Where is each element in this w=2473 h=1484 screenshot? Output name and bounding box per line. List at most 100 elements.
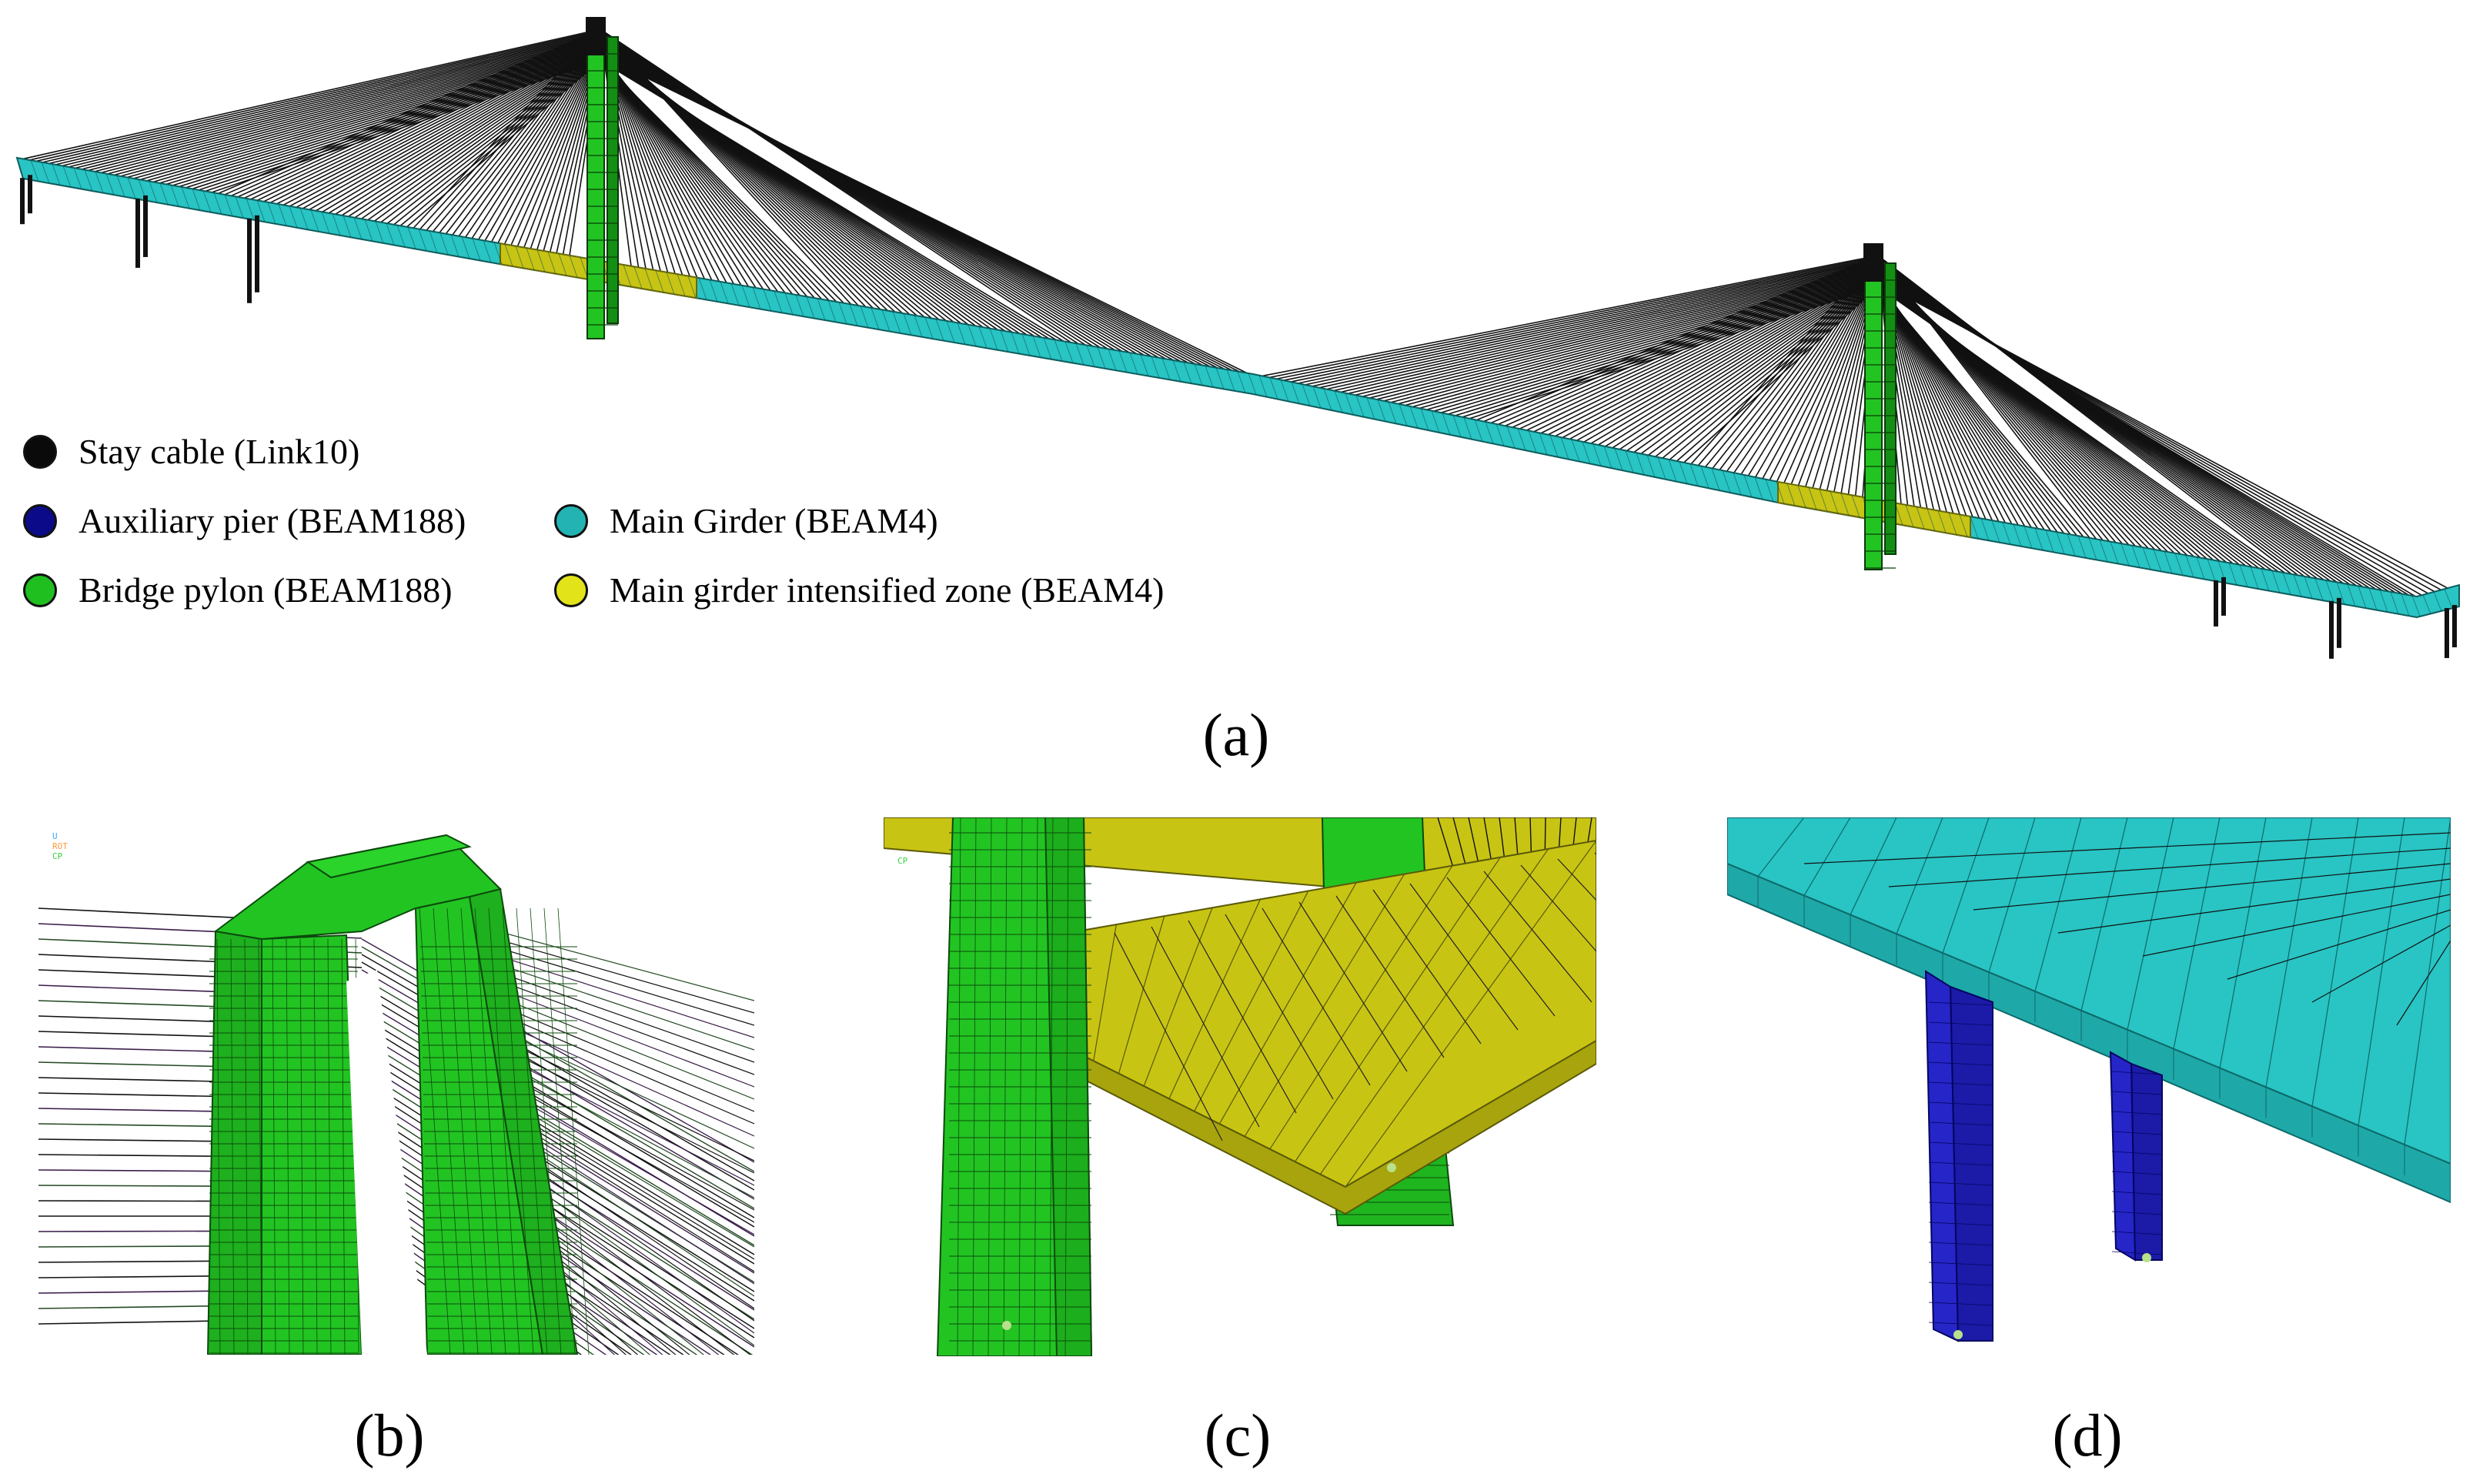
- girder-mesh-line: [1733, 472, 1742, 496]
- stay-cable: [510, 45, 601, 246]
- stay-cable: [1590, 272, 1879, 444]
- stay-cable: [1298, 260, 1879, 384]
- pylon-crossbeam-top: [306, 834, 472, 879]
- pylon-mesh-line: [957, 817, 961, 1356]
- girder-mesh-line: [504, 244, 513, 267]
- stay-cable: [282, 39, 601, 206]
- pylon-mesh-line: [258, 938, 262, 1355]
- pier-mesh-line: [2111, 1071, 2163, 1075]
- girder-mesh-line: [2219, 817, 2267, 1068]
- girder-mesh-line: [838, 302, 847, 325]
- girder-mesh-line: [795, 294, 804, 317]
- stay-cable: [1583, 271, 1879, 443]
- stay-cable: [1877, 286, 2286, 573]
- girder-mesh-line: [2444, 588, 2453, 609]
- girder-mesh-line: [1840, 493, 1850, 516]
- girder-mesh-line: [1194, 363, 1203, 386]
- girder-mesh-line: [1075, 343, 1084, 366]
- girder-mesh-line: [1797, 485, 1806, 508]
- view-legend-u: U: [52, 831, 58, 841]
- girder-mesh-line: [332, 213, 341, 236]
- stay-cable: [1262, 255, 1879, 377]
- pylon-mesh-line: [327, 938, 332, 1355]
- girder-mesh-line: [1603, 446, 1612, 469]
- stay-cable: [497, 42, 601, 244]
- stay-cable: [1348, 268, 1879, 395]
- girder-mesh-line: [1765, 479, 1774, 502]
- girder-mesh-line: [2013, 523, 2022, 547]
- auxiliary-pier-front-side: [1924, 970, 1960, 1342]
- girder-mesh-line: [429, 230, 438, 253]
- stay-cable: [1333, 266, 1879, 392]
- girder-mesh-line: [418, 229, 427, 252]
- stay-cable: [1633, 279, 1879, 453]
- view-legend: U ROT CP: [52, 831, 68, 861]
- girder-diagonal-line: [1446, 877, 1556, 1017]
- girder-mesh-line: [224, 194, 233, 216]
- stay-cable: [1776, 268, 1879, 482]
- girder-mesh-line: [2067, 533, 2076, 556]
- stay-cable: [1312, 262, 1879, 387]
- stay-cable: [29, 29, 601, 161]
- girder-mesh-line: [1776, 481, 1785, 504]
- girder-mesh-line: [321, 211, 330, 234]
- stay-cable: [1276, 257, 1879, 380]
- girder-mesh-line: [159, 182, 169, 205]
- girder-mesh-line: [1560, 436, 1569, 460]
- pier-mesh-line: [1928, 1222, 1993, 1226]
- girder-mesh-line: [1258, 375, 1268, 397]
- pier-mesh-line: [1928, 1001, 1993, 1006]
- girder-mesh-line: [1549, 435, 1559, 457]
- pier-mesh-line: [2111, 1211, 2163, 1215]
- girder-mesh-line: [2265, 817, 2313, 1088]
- girder-mesh-line: [957, 323, 966, 345]
- pier-mesh-line: [1928, 1081, 1993, 1086]
- stay-cable: [432, 32, 601, 232]
- stay-cable: [2227, 909, 2451, 980]
- stay-cable: [289, 40, 601, 207]
- stay-cable: [1562, 268, 1879, 439]
- girder-mesh-line: [1668, 459, 1677, 482]
- girder-mesh-line: [353, 217, 363, 240]
- girder-mesh-line: [2174, 553, 2184, 576]
- pier-mesh-line: [1928, 1242, 1993, 1246]
- girder-mesh-line: [784, 292, 794, 315]
- girder-mesh-line: [924, 316, 934, 339]
- girder-mesh-line: [1850, 817, 1897, 915]
- stay-cable: [1576, 269, 1879, 441]
- girder-mesh-line: [1000, 329, 1009, 353]
- girder-mesh-line: [2056, 531, 2065, 555]
- auxiliary-pier: [247, 218, 252, 303]
- girder-mesh-line: [461, 236, 470, 259]
- girder-mesh-line: [1183, 362, 1192, 384]
- bridge-pylons: [586, 17, 1897, 570]
- girder-mesh-line: [30, 160, 39, 182]
- stay-cable: [1426, 279, 1879, 411]
- girder-mesh-line: [52, 163, 61, 186]
- auxiliary-pier: [143, 195, 148, 257]
- girder-mesh-line: [2153, 549, 2162, 572]
- girder-mesh-line: [1280, 379, 1289, 402]
- girder-mesh-line: [1244, 874, 1405, 1137]
- girder-mesh-line: [1118, 916, 1165, 1074]
- girder-mesh-line: [903, 313, 912, 336]
- girder-mesh-line: [1463, 417, 1472, 440]
- stay-cable: [439, 33, 601, 233]
- view-legend: CP: [897, 856, 907, 866]
- stay-cable: [1626, 277, 1879, 452]
- girder-mesh-line: [407, 226, 416, 249]
- girder-mesh-line: [1851, 495, 1860, 518]
- pylon-leg: [1864, 247, 1883, 570]
- girder-mesh-line: [192, 189, 201, 211]
- girder-mesh-line: [1011, 332, 1020, 354]
- stay-cable: [1476, 255, 1879, 421]
- girder-mesh-line: [2347, 583, 2356, 607]
- stay-cable: [1877, 286, 2090, 539]
- girder-mesh-line: [763, 289, 772, 312]
- stay-cable: [1719, 259, 1879, 470]
- girder-mesh-line: [2077, 535, 2087, 559]
- girder-mesh-line: [666, 272, 675, 295]
- girder-edge: [1727, 862, 2451, 1204]
- girder-mesh-line: [1495, 423, 1505, 446]
- girder-diagonal-line: [1262, 907, 1371, 1086]
